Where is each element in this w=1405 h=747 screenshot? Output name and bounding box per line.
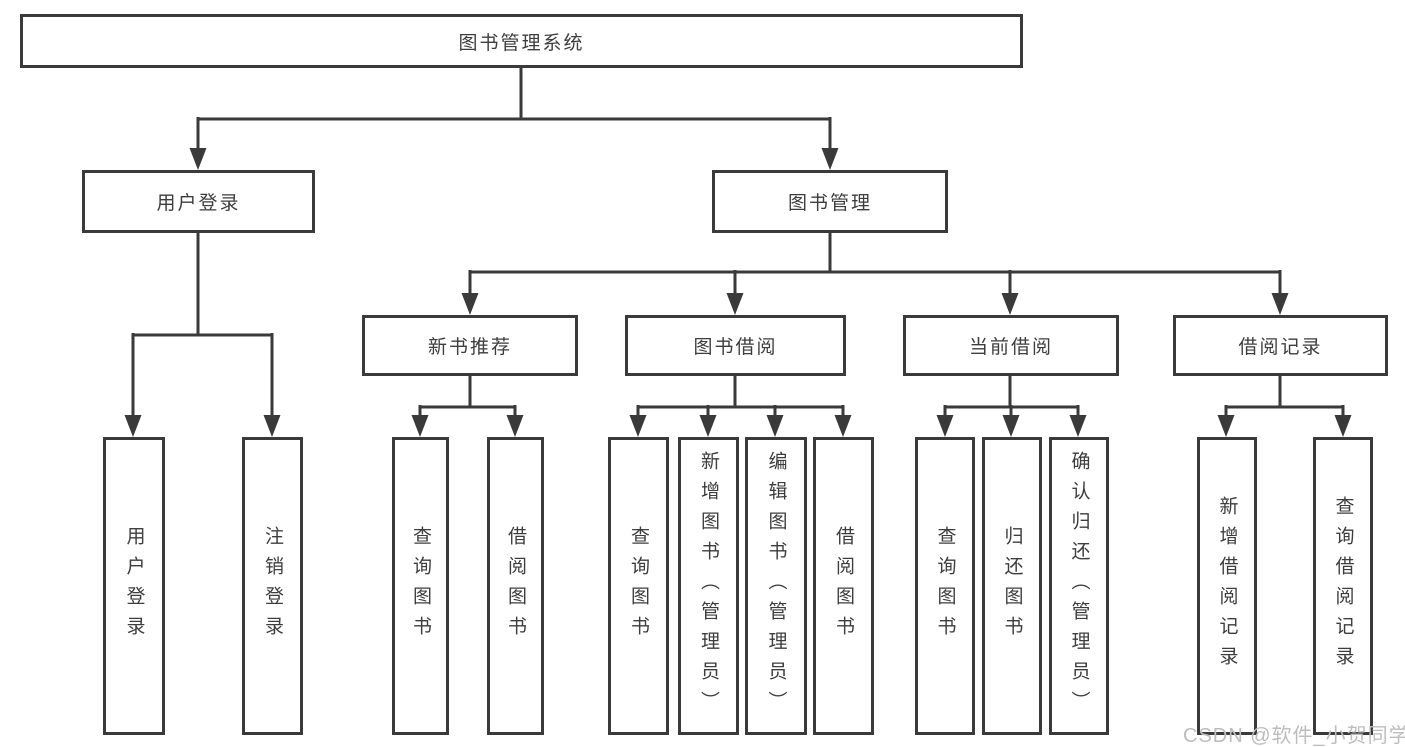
node-label: 确认归还（管理员） — [1068, 451, 1090, 721]
arrowhead — [699, 415, 717, 437]
node-current-borrowing: 当前借阅 — [903, 315, 1119, 376]
node-label: 图书管理 — [787, 193, 872, 214]
node-book-management: 图书管理 — [712, 170, 948, 233]
leaf-borrowing-add-books-admin: 新增图书（管理员） — [678, 437, 739, 735]
connector-user-login-split — [124, 232, 281, 437]
node-label: 归还图书 — [1001, 526, 1023, 646]
node-label: 图书管理系统 — [458, 32, 585, 54]
node-new-book-recommend: 新书推荐 — [362, 315, 578, 376]
node-book-borrowing: 图书借阅 — [625, 315, 846, 376]
leaf-records-add-record: 新增借阅记录 — [1197, 437, 1257, 735]
arrowhead — [629, 415, 647, 437]
leaf-logout-login: 注销登录 — [242, 437, 303, 735]
node-label: 查询图书 — [934, 526, 956, 646]
arrowhead — [726, 293, 744, 315]
leaf-recommend-borrow-books: 借阅图书 — [487, 437, 544, 735]
node-label: 借阅图书 — [505, 526, 526, 646]
node-borrowing-records: 借阅记录 — [1173, 315, 1388, 376]
arrowhead — [124, 415, 142, 437]
node-label: 新增借阅记录 — [1216, 496, 1238, 676]
node-label: 查询图书 — [410, 526, 431, 646]
arrowhead — [506, 415, 524, 437]
node-label: 借阅记录 — [1238, 337, 1323, 358]
connector-recommend-split — [411, 375, 524, 437]
node-label: 新增图书（管理员） — [698, 451, 719, 721]
connector-root-split — [189, 67, 839, 170]
arrowhead — [263, 415, 281, 437]
node-label: 注销登录 — [262, 526, 283, 646]
leaf-current-return-books: 归还图书 — [982, 437, 1042, 735]
arrowhead — [766, 415, 784, 437]
leaf-borrowing-borrow-books: 借阅图书 — [813, 437, 874, 735]
leaf-user-login: 用户登录 — [103, 437, 165, 735]
arrowhead — [1217, 415, 1235, 437]
connector-book-management-split — [461, 232, 1289, 315]
node-label: 查询借阅记录 — [1332, 496, 1354, 676]
arrowhead — [1001, 293, 1019, 315]
connector-records-split — [1217, 375, 1352, 437]
node-label: 图书借阅 — [693, 337, 778, 358]
connector-current-split — [936, 375, 1087, 437]
arrowhead — [936, 415, 954, 437]
leaf-borrowing-edit-books-admin: 编辑图书（管理员） — [745, 437, 807, 735]
arrowhead — [1334, 415, 1352, 437]
leaf-current-confirm-return-admin: 确认归还（管理员） — [1049, 437, 1109, 735]
node-label: 新书推荐 — [427, 337, 512, 358]
arrowhead — [1002, 415, 1020, 437]
node-library-system: 图书管理系统 — [20, 14, 1023, 68]
arrowhead — [1271, 293, 1289, 315]
node-label: 查询图书 — [628, 526, 649, 646]
node-label: 借阅图书 — [833, 526, 854, 646]
leaf-recommend-query-books: 查询图书 — [392, 437, 449, 735]
leaf-borrowing-query-books: 查询图书 — [608, 437, 669, 735]
node-label: 当前借阅 — [968, 337, 1053, 358]
csdn-watermark: CSDN @软件_小贺同学 — [1183, 725, 1405, 747]
arrowhead — [821, 148, 839, 170]
arrowhead — [461, 293, 479, 315]
node-label: 用户登录 — [156, 193, 241, 214]
node-label: 编辑图书（管理员） — [765, 451, 787, 721]
leaf-records-query-record: 查询借阅记录 — [1313, 437, 1373, 735]
connector-borrowing-split — [629, 375, 852, 437]
arrowhead — [189, 148, 207, 170]
arrowhead — [411, 415, 429, 437]
arrowhead — [834, 415, 852, 437]
leaf-current-query-books: 查询图书 — [915, 437, 975, 735]
node-label: 用户登录 — [123, 526, 145, 646]
arrowhead — [1069, 415, 1087, 437]
node-user-login: 用户登录 — [82, 170, 315, 233]
